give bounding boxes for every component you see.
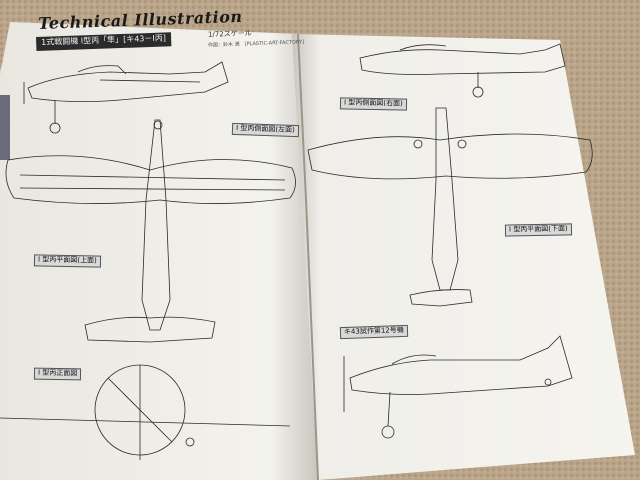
right-side-view-drawing [359, 43, 566, 98]
edge-tab [0, 95, 10, 160]
left-front-view-drawing [0, 364, 291, 460]
label-left-front-view: I 型丙正面図 [33, 367, 82, 381]
label-right-side-view: I 型丙側面図(右面) [339, 97, 407, 111]
left-page [0, 22, 318, 480]
book-spine [297, 33, 319, 480]
label-left-top-view: I 型丙平面図(上面) [33, 254, 101, 268]
label-right-bottom-view: I 型丙平面図(下面) [504, 223, 572, 237]
left-top-view-drawing [5, 119, 296, 343]
left-side-view-drawing [23, 61, 229, 134]
label-left-side-view: I 型丙側面図(左面) [231, 122, 299, 137]
right-bottom-view-drawing [307, 107, 593, 307]
right-prototype-drawing [343, 335, 573, 439]
label-right-prototype: キ43試作第12号機 [339, 324, 409, 339]
